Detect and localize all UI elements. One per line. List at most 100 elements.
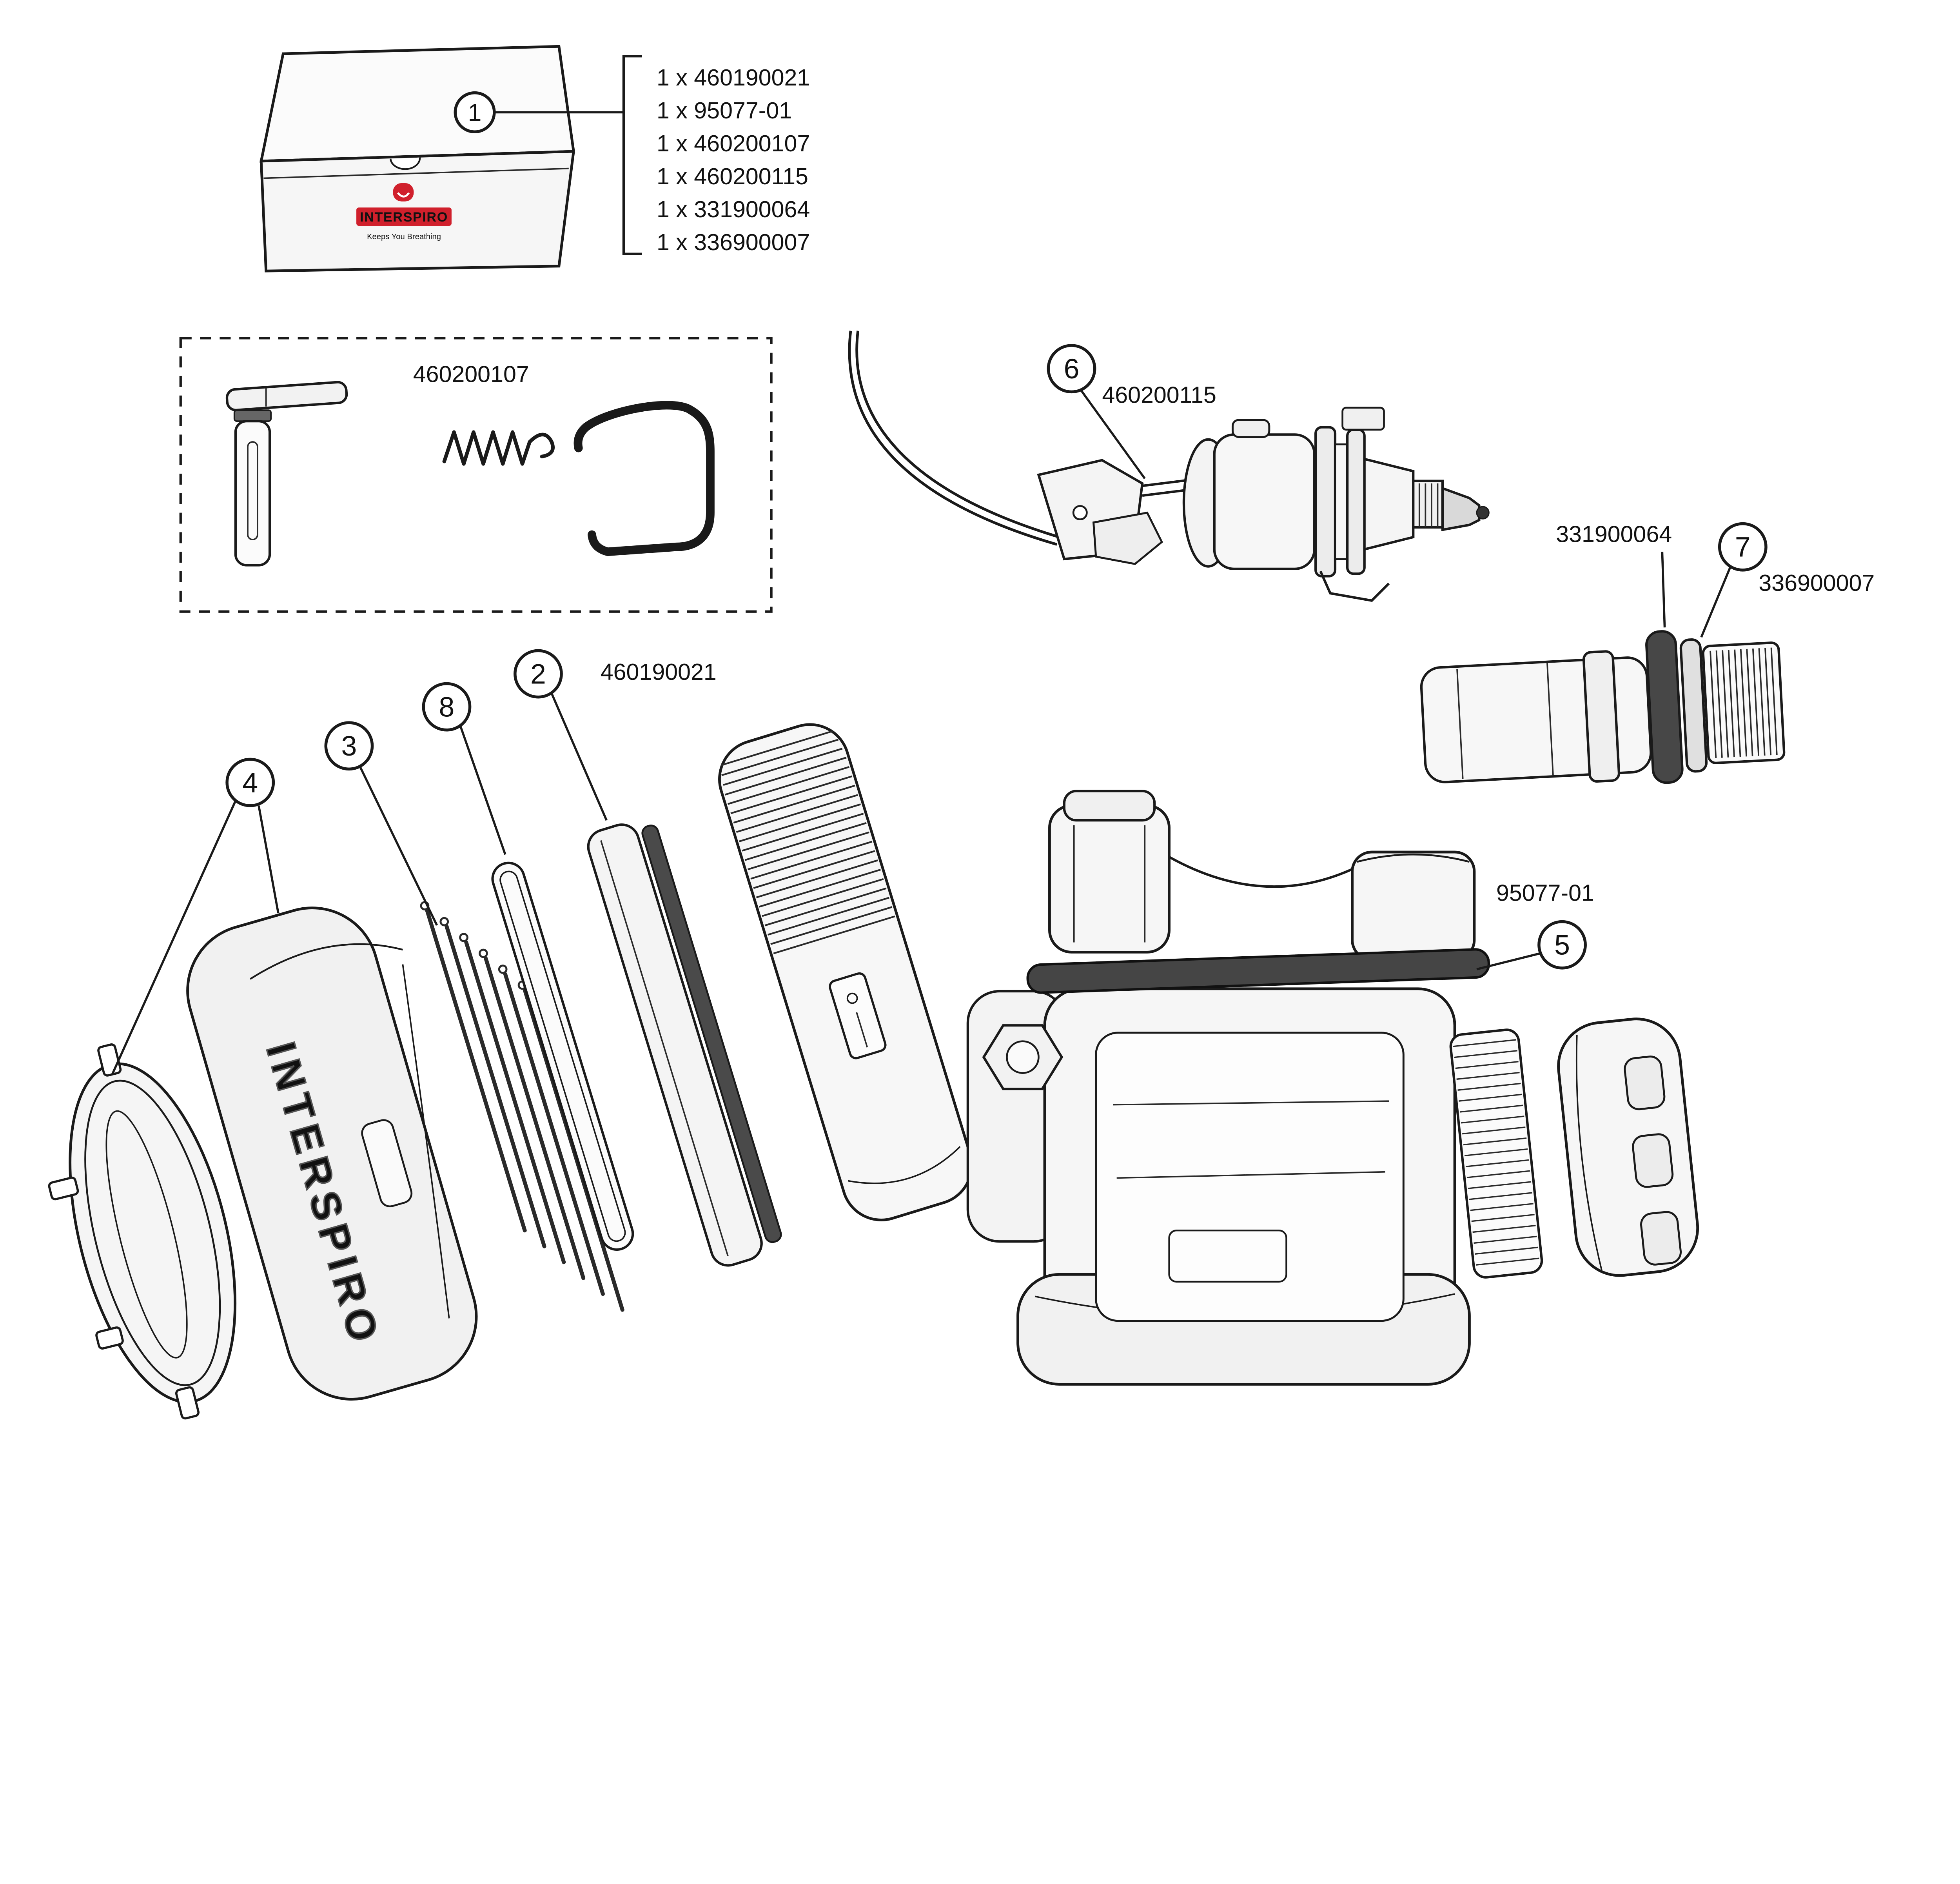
gasket-inner [499, 870, 626, 1242]
pin-tool-handle [225, 381, 348, 411]
end-cap-groove [1624, 1056, 1666, 1110]
cover-tab-left [48, 1176, 79, 1201]
adapter-thread-line [1764, 648, 1772, 756]
callout-8-leader [459, 725, 506, 855]
content-line-5: 1 x 336900007 [657, 229, 810, 255]
callout-2: 2 460190021 [514, 649, 717, 821]
housing-panel-slot [1168, 1230, 1287, 1283]
spring-rod-hook [459, 933, 468, 942]
housing-saddle [1169, 856, 1353, 888]
logo-mask-icon-detail [397, 192, 410, 198]
clip-wire [581, 401, 715, 556]
valve-top-clip [1341, 407, 1385, 431]
adapter-thread-line [1752, 649, 1760, 756]
valve-lever-wire-2 [855, 331, 1060, 539]
thread-collar-part [1449, 1028, 1543, 1279]
valve-body [1213, 433, 1316, 570]
adapter-body-seam-2 [1546, 663, 1554, 776]
clip-hook-bottom [588, 530, 612, 556]
callout-5: 95077-01 5 [1476, 880, 1594, 970]
housing-right-tower [1351, 850, 1476, 961]
callout-6: 6 [1047, 344, 1146, 480]
housing-oring [1026, 948, 1490, 994]
callout-4-number: 4 [242, 767, 258, 799]
callout-4-leader-cover [111, 800, 237, 1075]
diagram-canvas: INTERSPIRO Keeps You Breathing 1 1 x 460… [48, 45, 1875, 1420]
adapter-thread-line [1770, 647, 1778, 755]
pin-tool-collar [233, 409, 272, 422]
housing-left-tower-cap [1063, 790, 1156, 822]
box-lid-line [263, 167, 569, 179]
parts-box: INTERSPIRO Keeps You Breathing 1 1 x 460… [260, 45, 810, 273]
canister-side-seam [402, 964, 450, 1319]
cover-tab-lower-left [95, 1326, 124, 1350]
spring-rod-hook [439, 917, 449, 927]
end-cap-groove [1632, 1133, 1674, 1188]
service-kit-dashed-outline [179, 337, 773, 613]
thread-collar-threads [1453, 1039, 1539, 1266]
callout-4-leader-canister [258, 805, 279, 914]
valve-label: 460200115 [1102, 382, 1216, 408]
housing-right-tower-cap-line [1357, 853, 1470, 863]
housing-panel-line [1113, 1100, 1389, 1106]
adapter-oring-label: 331900064 [1556, 521, 1672, 547]
ribbed-filter-latch-pin [846, 992, 858, 1004]
adapter-part [1420, 630, 1786, 784]
logo-wordmark-bar [356, 207, 452, 226]
callout-7-leader [1700, 566, 1732, 638]
contents-bracket [622, 55, 642, 255]
adapter-oring-leader [1661, 552, 1666, 628]
content-line-1: 1 x 95077-01 [657, 97, 792, 124]
filter-plate-part [587, 823, 782, 1267]
adapter-group: 331900064 7 336900007 [1420, 521, 1875, 784]
adapter-thread-line [1715, 650, 1723, 758]
adapter-thread-line [1734, 649, 1741, 757]
interspiro-logo: INTERSPIRO Keeps You Breathing [356, 183, 452, 241]
service-kit-label: 460200107 [413, 361, 529, 387]
filter-plate-edge-line [600, 840, 729, 1256]
logo-wordmark: INTERSPIRO [360, 210, 448, 225]
content-line-4: 1 x 331900064 [657, 196, 810, 222]
spring-rod [425, 908, 527, 1233]
ribbed-filter-part [718, 723, 973, 1221]
housing-panel-line-2 [1116, 1171, 1385, 1179]
valve-bracket-pivot [1072, 505, 1088, 521]
adapter-thread-line [1722, 650, 1729, 758]
pin-tool-slot [247, 441, 258, 540]
spring-rods-part [420, 901, 624, 1312]
cover-tab-bottom [175, 1386, 200, 1420]
pin-tool-part [225, 381, 348, 567]
spring-rod [445, 925, 546, 1248]
housing-part [966, 790, 1490, 1386]
housing-left-tower [1048, 804, 1171, 954]
valve-cone [1363, 457, 1415, 551]
callout-7-number: 7 [1735, 532, 1751, 563]
canister-top-curve [250, 943, 403, 980]
callout-6-leader [1080, 390, 1146, 480]
logo-mask-icon [393, 183, 414, 202]
spring-rod-hook [479, 948, 488, 958]
adapter-thread-line [1746, 649, 1753, 756]
cover-part [48, 1043, 237, 1420]
spring-rod-hook [498, 965, 508, 974]
clip-hook-top [573, 423, 590, 452]
thread-collar-body [1449, 1028, 1543, 1279]
content-line-0: 1 x 460190021 [657, 64, 810, 91]
valve-lever-wire [848, 331, 1058, 546]
callout-3-leader [359, 766, 438, 926]
main-assembly-group: 4 INTERSPIRO 3 [48, 649, 1699, 1420]
adapter-body-seam [1456, 669, 1464, 779]
ribbed-filter-latch-line [856, 1012, 868, 1048]
spring-hook [528, 432, 555, 459]
gasket-part [491, 861, 634, 1251]
spring-rod [503, 972, 605, 1296]
callout-4: 4 [111, 758, 279, 1075]
callout-6-number: 6 [1064, 353, 1080, 385]
callout-2-circle [514, 649, 563, 699]
ribbed-filter-bottom-curve [848, 1146, 961, 1184]
callout-3-number: 3 [341, 730, 357, 762]
valve-body-top-boss [1231, 419, 1270, 438]
ribbed-filter-ribs [720, 730, 895, 954]
callout-8: 8 [422, 682, 506, 855]
callout-1-number: 1 [468, 99, 482, 126]
